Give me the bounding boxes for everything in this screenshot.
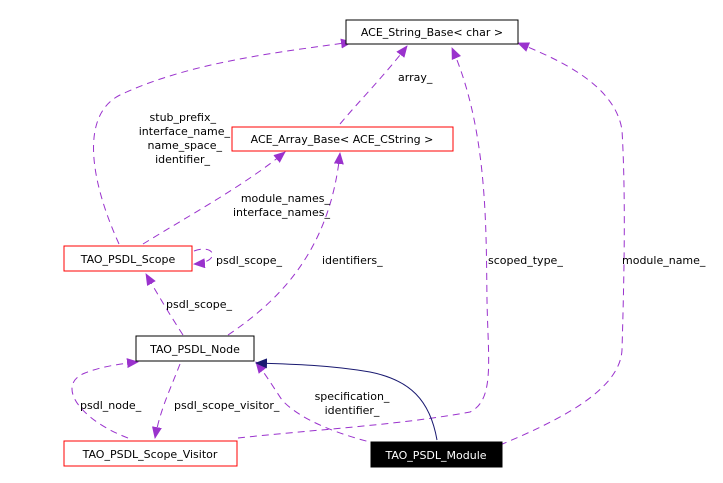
edge-scoped-type xyxy=(237,47,490,439)
node-tao-psdl-scope-visitor-label: TAO_PSDL_Scope_Visitor xyxy=(82,448,218,461)
label-specification: specification_ xyxy=(315,390,390,403)
node-ace-string-base-label: ACE_String_Base< char > xyxy=(361,26,503,39)
label-identifiers: identifiers_ xyxy=(322,254,383,267)
label-interface-name: interface_name_ xyxy=(139,125,231,138)
label-identifier: identifier_ xyxy=(155,153,210,166)
node-tao-psdl-node[interactable]: TAO_PSDL_Node xyxy=(135,335,255,362)
edges xyxy=(71,38,625,446)
label-stub-prefix: stub_prefix_ xyxy=(150,111,217,124)
edge-psdl-scope-self xyxy=(193,248,213,269)
node-tao-psdl-module-label: TAO_PSDL_Module xyxy=(384,449,486,462)
node-tao-psdl-scope[interactable]: TAO_PSDL_Scope xyxy=(63,245,193,272)
label-array: array_ xyxy=(398,71,433,84)
node-tao-psdl-scope-visitor[interactable]: TAO_PSDL_Scope_Visitor xyxy=(63,440,238,467)
edge-psdl-scope-visitor xyxy=(152,363,181,439)
edge-stub-prefix xyxy=(93,38,353,245)
edge-psdl-scope-node xyxy=(145,273,184,336)
node-tao-psdl-module[interactable]: TAO_PSDL_Module xyxy=(370,441,503,468)
label-module-name: module_name_ xyxy=(622,254,706,267)
edge-inherit-module-node xyxy=(255,358,438,441)
node-ace-array-base[interactable]: ACE_Array_Base< ACE_CString > xyxy=(231,126,454,152)
edge-identifiers xyxy=(227,152,344,336)
label-name-space: name_space_ xyxy=(148,139,223,152)
edge-module-name xyxy=(499,42,625,446)
label-interface-names: interface_names_ xyxy=(233,206,330,219)
edge-module-names xyxy=(142,151,286,245)
edge-array xyxy=(339,45,408,125)
label-module-names: module_names_ xyxy=(241,192,331,205)
node-tao-psdl-node-label: TAO_PSDL_Node xyxy=(149,343,240,356)
edge-specification xyxy=(255,361,379,445)
label-psdl-scope-node: psdl_scope_ xyxy=(166,298,233,311)
nodes: ACE_String_Base< char > ACE_Array_Base< … xyxy=(63,19,519,468)
label-psdl-scope-self: psdl_scope_ xyxy=(216,254,283,267)
label-psdl-scope-visitor: psdl_scope_visitor_ xyxy=(174,399,280,412)
label-identifier-module: identifier_ xyxy=(325,404,380,417)
edge-labels: array_ stub_prefix_ interface_name_ name… xyxy=(80,71,706,417)
node-ace-array-base-label: ACE_Array_Base< ACE_CString > xyxy=(251,133,434,146)
node-ace-string-base[interactable]: ACE_String_Base< char > xyxy=(345,19,519,45)
label-scoped-type: scoped_type_ xyxy=(488,254,563,267)
node-tao-psdl-scope-label: TAO_PSDL_Scope xyxy=(80,253,176,266)
label-psdl-node: psdl_node_ xyxy=(80,399,142,412)
edge-psdl-node xyxy=(71,358,139,439)
